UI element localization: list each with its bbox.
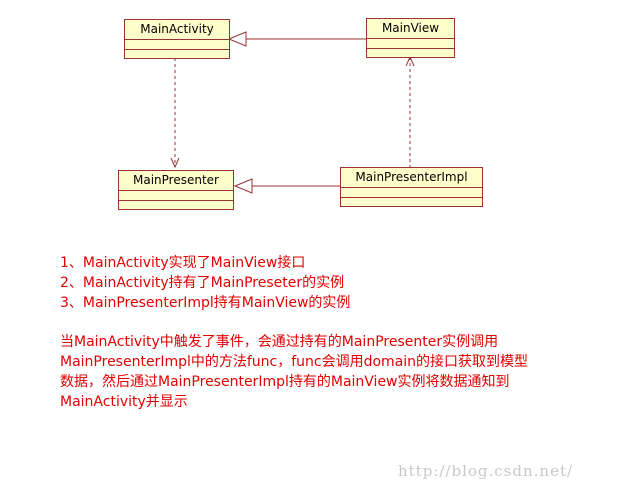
class-box-mainactivity[interactable]: MainActivity xyxy=(124,19,230,59)
description-line: MainPresenterImpl中的方法func，func会调用domain的… xyxy=(60,354,529,370)
arrowhead-hollow-triangle xyxy=(227,31,247,47)
class-box-mainpresenterimpl[interactable]: MainPresenterImpl xyxy=(340,167,483,207)
flow-description: 当MainActivity中触发了事件，会通过持有的MainPresenter实… xyxy=(60,332,600,412)
class-box-mainview[interactable]: MainView xyxy=(366,18,455,58)
class-name: MainPresenterImpl xyxy=(341,168,482,188)
relationship-notes: 1、MainActivity实现了MainView接口 2、MainActivi… xyxy=(60,253,350,313)
class-name: MainPresenter xyxy=(119,171,233,191)
class-name: MainView xyxy=(367,19,454,39)
class-name: MainActivity xyxy=(125,20,229,40)
description-line: MainActivity并显示 xyxy=(60,394,188,410)
class-divider xyxy=(367,48,454,49)
note-item: 3、MainPresenterImpl持有MainView的实例 xyxy=(60,295,351,311)
arrowhead-hollow-triangle xyxy=(233,178,253,194)
description-line: 当MainActivity中触发了事件，会通过持有的MainPresenter实… xyxy=(60,334,499,350)
note-item: 1、MainActivity实现了MainView接口 xyxy=(60,255,306,271)
watermark: http://blog.csdn.net/ xyxy=(398,462,574,480)
description-line: 数据，然后通过MainPresenterImpl持有的MainView实例将数据… xyxy=(60,374,510,390)
arrowhead-open xyxy=(170,157,180,169)
note-item: 2、MainActivity持有了MainPreseter的实例 xyxy=(60,275,345,291)
class-divider xyxy=(341,197,482,198)
class-divider xyxy=(119,200,233,201)
class-divider xyxy=(125,49,229,50)
class-box-mainpresenter[interactable]: MainPresenter xyxy=(118,170,234,210)
